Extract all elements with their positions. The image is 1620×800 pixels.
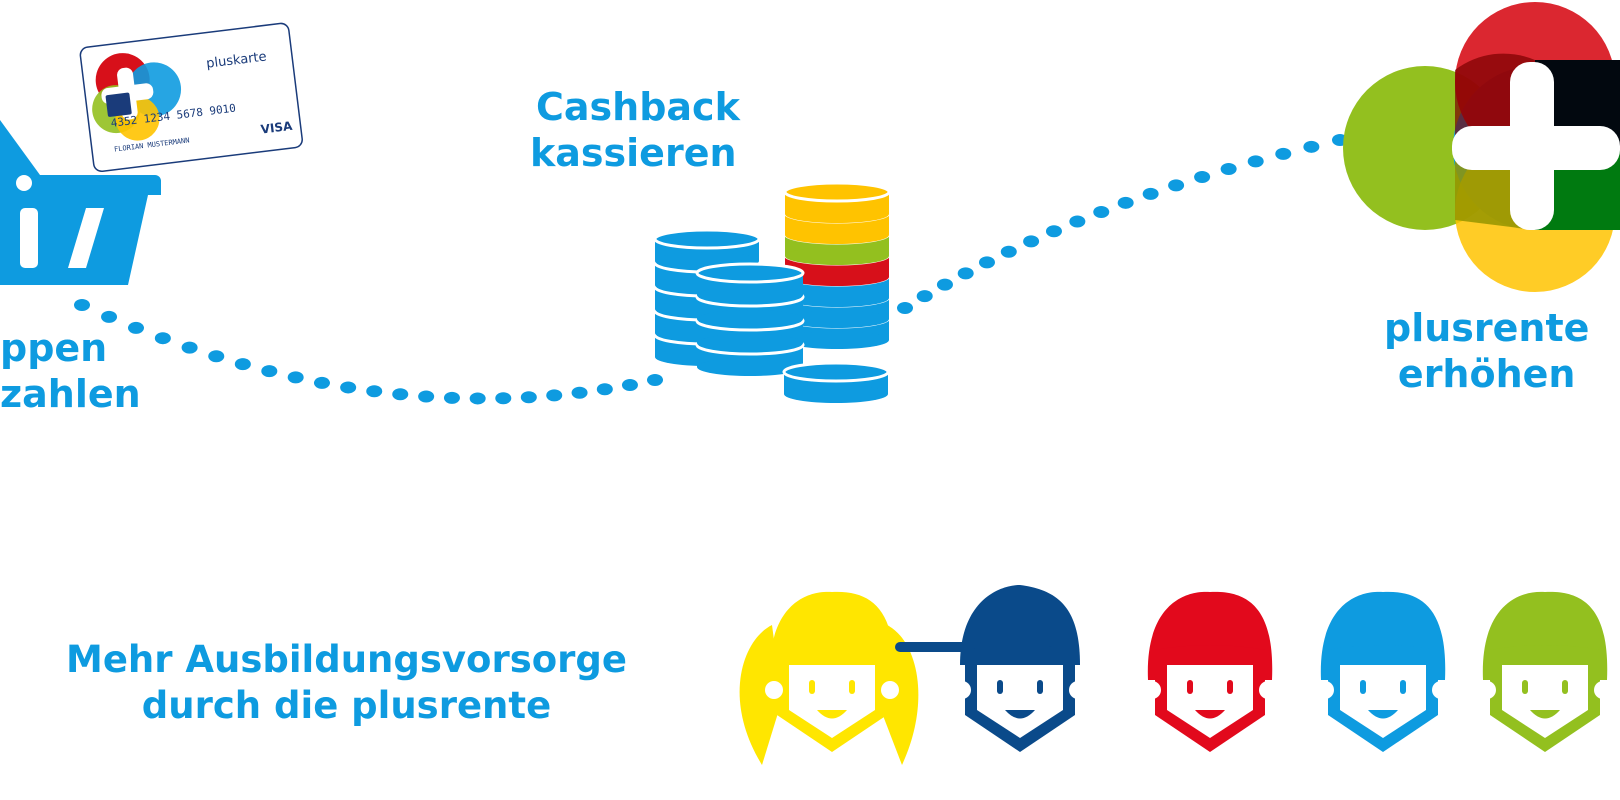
path-dot: [571, 386, 588, 399]
path-dot: [127, 321, 144, 334]
path-dot: [1194, 171, 1211, 184]
step-shop-line1: ppen: [0, 326, 108, 370]
path-dot: [234, 358, 251, 371]
path-dot: [366, 385, 383, 398]
path-dot: [1117, 196, 1134, 209]
path-dot: [1303, 140, 1320, 153]
kids-faces-icon: [739, 585, 1612, 765]
path-dot: [916, 290, 933, 303]
step-cashback-line1: Cashback: [536, 85, 740, 129]
path-dot: [418, 390, 435, 403]
card-brand: pluskarte: [205, 49, 267, 71]
path-dot: [1000, 245, 1017, 258]
coin-stacks-icon: [653, 181, 891, 403]
path-dot: [443, 391, 460, 404]
kid-face-2: [895, 585, 1087, 752]
education-line2: durch die plusrente: [141, 684, 552, 727]
path-dot: [340, 381, 357, 394]
path-dot: [1142, 187, 1159, 200]
shopping-basket-icon: [0, 120, 161, 285]
path-dot: [978, 256, 995, 269]
path-dot: [495, 392, 512, 405]
path-dot: [261, 365, 278, 378]
step-shop-line2: zahlen: [0, 372, 141, 416]
education-line1: Mehr Ausbildungsvorsorge: [66, 638, 627, 681]
education-label: Mehr Ausbildungsvorsorge durch die plusr…: [66, 637, 627, 729]
dotted-path: [74, 134, 1348, 405]
path-dot: [101, 310, 118, 323]
path-dot: [1247, 155, 1264, 168]
plus-logo-icon: [1343, 2, 1620, 292]
path-dot: [1093, 206, 1110, 218]
step-plusrente-line2: erhöhen: [1397, 352, 1576, 396]
path-dot: [313, 376, 330, 389]
path-dot: [392, 388, 409, 401]
path-dot: [647, 374, 663, 386]
kid-face-1: [739, 591, 919, 765]
coin: [782, 361, 890, 403]
path-dot: [546, 389, 563, 402]
path-dot: [897, 302, 913, 314]
step-shop-label: ppen zahlen: [0, 325, 141, 417]
kid-face-3: [1143, 591, 1277, 752]
coin: [695, 262, 805, 304]
step-plusrente-label: plusrente erhöhen: [1384, 305, 1589, 397]
kid-face-4: [1316, 591, 1450, 752]
path-dot: [621, 379, 638, 392]
path-dot: [208, 350, 225, 363]
path-dot: [287, 371, 304, 384]
path-dot: [469, 392, 486, 405]
path-dot: [520, 391, 537, 404]
step-plusrente-line1: plusrente: [1384, 306, 1590, 350]
path-dot: [1045, 225, 1062, 238]
path-dot: [181, 341, 198, 354]
step-cashback-label: Cashback kassieren: [530, 84, 740, 176]
path-dot: [936, 278, 953, 291]
kid-face-5: [1478, 591, 1612, 752]
path-dot: [74, 299, 90, 311]
card-network: VISA: [260, 119, 294, 137]
credit-card-icon: pluskarte 4352 1234 5678 9010 FLORIAN MU…: [79, 22, 303, 173]
path-dot: [1023, 235, 1040, 248]
path-dot: [154, 332, 171, 345]
coin: [783, 181, 891, 223]
path-dot: [1069, 215, 1086, 228]
path-dot: [1220, 163, 1237, 176]
path-dot: [596, 383, 613, 396]
path-dot: [1168, 179, 1185, 192]
step-cashback-line2: kassieren: [530, 131, 737, 175]
path-dot: [1275, 147, 1292, 160]
path-dot: [957, 267, 974, 280]
